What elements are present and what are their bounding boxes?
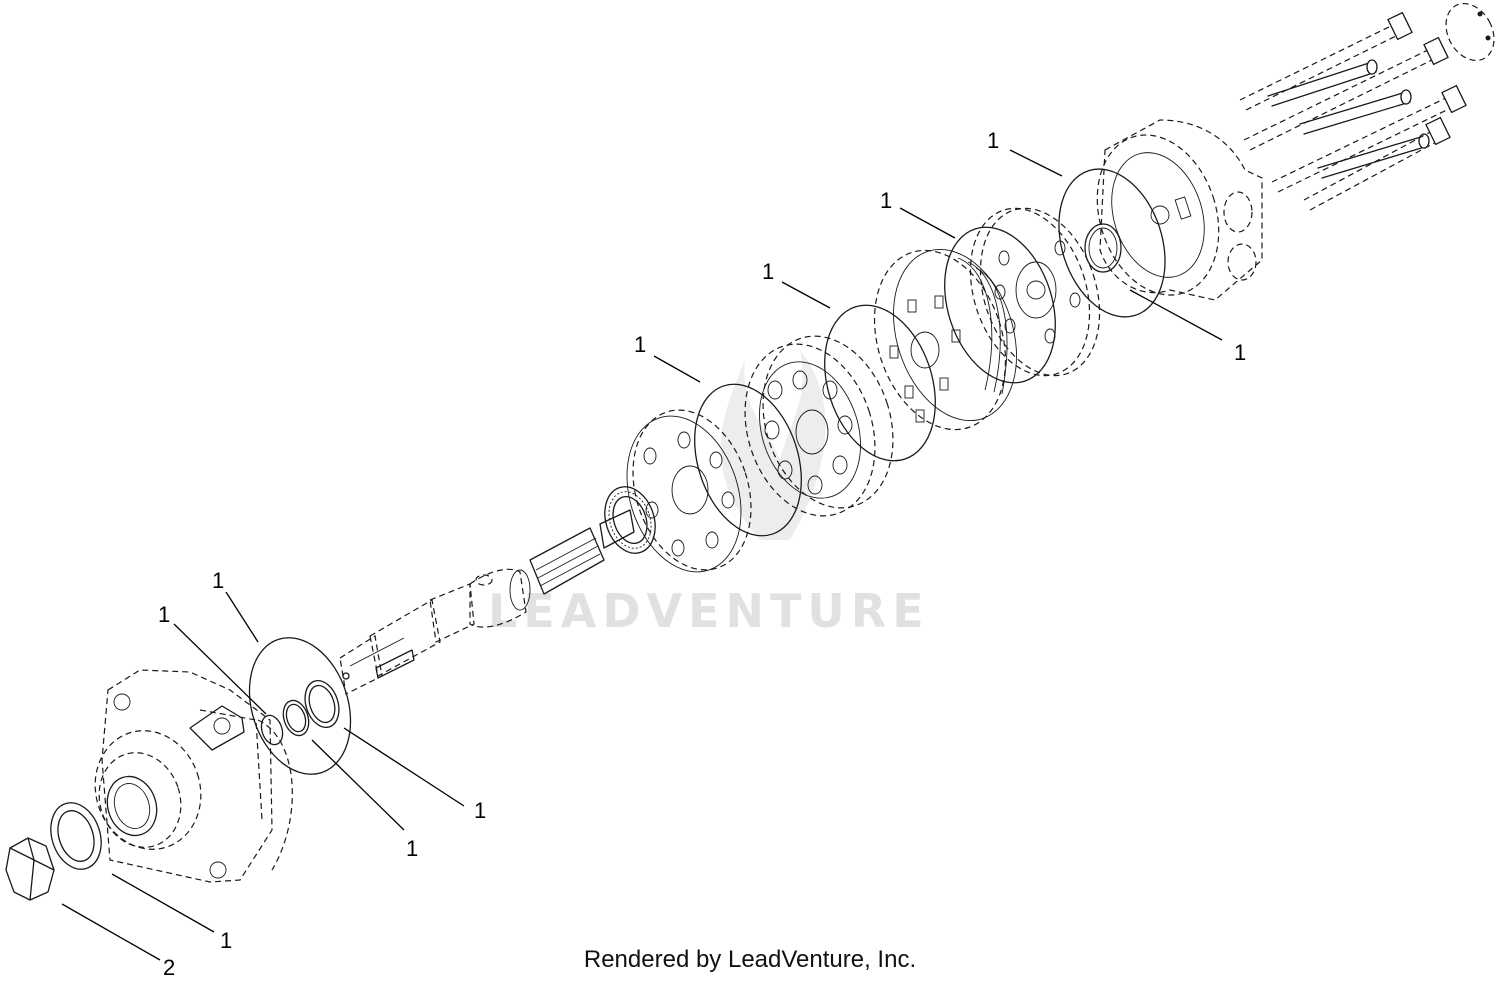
callout-label: 1 — [474, 798, 486, 823]
callout-label: 1 — [212, 568, 224, 593]
cap-plate — [1445, 2, 1495, 62]
front-housing — [94, 669, 293, 883]
callout-label: 1 — [1234, 340, 1246, 365]
bolt — [1267, 59, 1378, 107]
wear-plate — [626, 409, 752, 573]
callout-label: 1 — [762, 259, 774, 284]
end-cap-housing — [1096, 119, 1263, 301]
callout-label: 2 — [163, 955, 175, 980]
bolt — [1303, 116, 1451, 211]
o-ring-small — [1084, 223, 1122, 273]
callout-label: 1 — [406, 836, 418, 861]
hex-nut — [5, 837, 55, 901]
callout-label: 1 — [634, 332, 646, 357]
washer — [50, 802, 102, 870]
seal-ring — [282, 699, 310, 737]
bolt — [1299, 89, 1412, 135]
watermark-text: LEADVENTURE — [488, 584, 930, 638]
o-ring-large — [248, 637, 352, 775]
o-ring — [1058, 168, 1166, 318]
commutator-manifold — [873, 248, 1017, 431]
bolt — [1239, 11, 1413, 111]
o-ring — [824, 304, 936, 462]
callout-label: 1 — [158, 602, 170, 627]
callouts: 1 1 1 1 1 1 1 1 1 1 2 — [158, 128, 1246, 980]
o-ring — [944, 226, 1056, 384]
callout-label: 1 — [220, 928, 232, 953]
thrust-bearing — [604, 486, 656, 554]
seal-ring — [304, 679, 340, 729]
callout-label: 1 — [880, 188, 892, 213]
leader-lines — [61, 149, 1223, 961]
callout-label: 1 — [987, 128, 999, 153]
credit-text: Rendered by LeadVenture, Inc. — [583, 946, 917, 973]
bolt-set — [1239, 11, 1467, 211]
bolt — [1317, 133, 1430, 179]
seal-ring — [260, 714, 284, 746]
o-ring — [694, 383, 802, 537]
watermark-flame-logo — [720, 350, 826, 540]
bolt — [1243, 36, 1449, 151]
bolt — [1271, 84, 1467, 193]
rotor-set — [744, 335, 894, 517]
valve-plate — [969, 207, 1101, 377]
drive-shaft — [339, 509, 635, 695]
